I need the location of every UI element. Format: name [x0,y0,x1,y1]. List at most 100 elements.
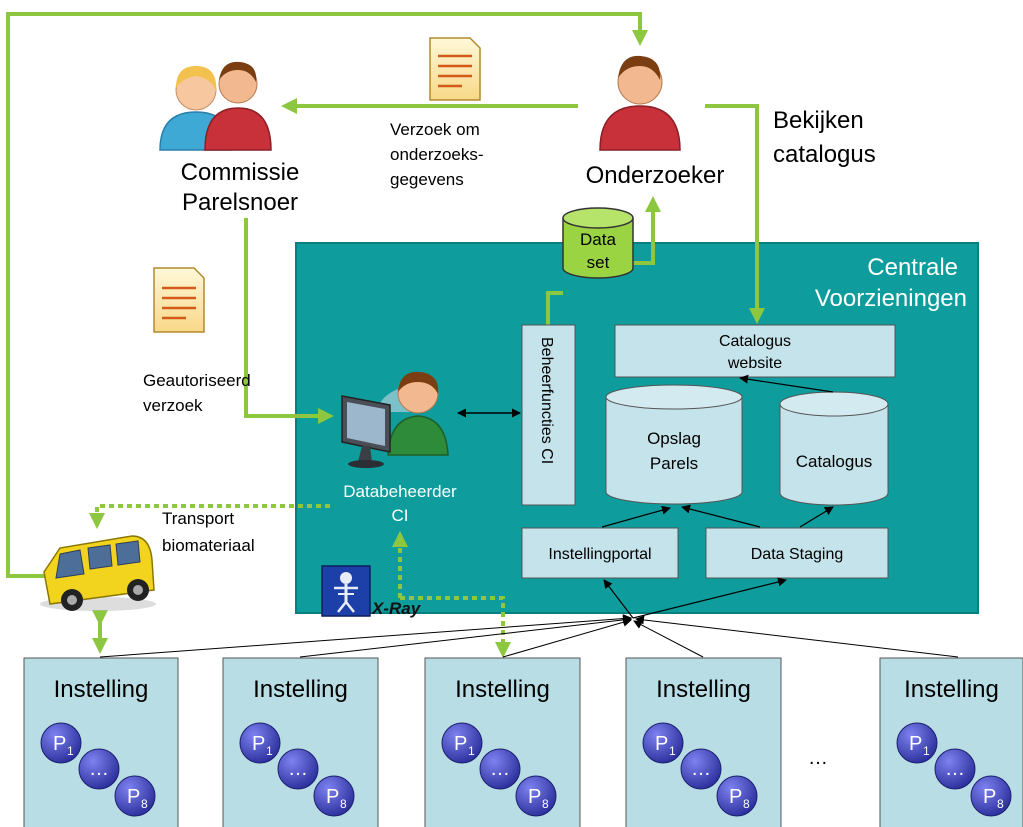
commissie-label-line2: Parelsnoer [182,189,298,216]
parel-circle [441,722,483,764]
xray-down-dotted-arrow [400,596,511,658]
verzoek-label-line2: onderzoeks- [390,145,484,164]
parel-circle [114,775,156,817]
instellingportal-label: Instellingportal [548,546,651,563]
parel-ellipsis: … [89,758,109,780]
parel-circle [40,722,82,764]
geautoriseerd-arrow [244,218,334,424]
transport-dotted-arrow [89,504,330,529]
geautoriseerd-label-line2: verzoek [143,396,203,415]
dataset-label-line1: Data [580,230,616,249]
inst2-hub-line [299,615,632,658]
parel-circle [239,722,281,764]
parel-subscript-last: 8 [542,797,549,811]
document-icon-geautoriseerd [153,267,205,333]
opslag-line1: Opslag [647,429,701,448]
commissie-label-line1: Commissie [181,159,300,186]
hub-to-staging-arrow [632,577,787,619]
dataset-flow-arrow [546,291,563,325]
van-icon [40,535,156,611]
parel-label-first: P [454,733,467,755]
inst5-hub-line [635,615,959,658]
parel-subscript-first: 1 [669,744,676,758]
parel-subscript-first: 1 [67,744,74,758]
opslag-parels-cylinder: Opslag Parels [605,384,743,505]
instellingen-ellipsis: … [808,747,828,769]
parel-subscript-first: 1 [468,744,475,758]
parel-label-first: P [252,733,265,755]
parel-ellipsis: … [945,758,965,780]
parel-subscript-last: 8 [997,797,1004,811]
parel-circle [313,775,355,817]
verzoek-label-line3: gegevens [390,170,464,189]
commissie-people-icon [159,61,272,151]
parel-circle [934,748,976,790]
staging-to-catalogus-arrow [799,506,834,528]
dataset-cylinder: Data set [562,207,634,279]
parel-label-last: P [127,786,140,808]
instelling-label: Instelling [455,676,550,703]
catalogus-website-line2: website [727,355,782,372]
parel-circle [970,775,1012,817]
parel-label-last: P [983,786,996,808]
parel-circle [78,748,120,790]
parel-label-last: P [729,786,742,808]
instelling-label: Instelling [656,676,751,703]
instelling-label: Instelling [54,676,149,703]
portal-to-opslag-arrow [601,505,671,528]
parel-circle [716,775,758,817]
instelling-label: Instelling [904,676,999,703]
bekijken-label-line2: catalogus [773,141,876,168]
parel-circle [896,722,938,764]
parel-circle [479,748,521,790]
instellingportal-box [521,527,679,579]
dataset-label-line2: set [587,253,610,272]
parel-subscript-first: 1 [923,744,930,758]
databeheerder-label-line1: Databeheerder [343,482,457,501]
parel-subscript-last: 8 [141,797,148,811]
parel-subscript-last: 8 [743,797,750,811]
parel-ellipsis: … [691,758,711,780]
parel-circle [642,722,684,764]
parel-subscript-first: 1 [266,744,273,758]
transport-label-line2: biomateriaal [162,536,255,555]
data-staging-box [705,527,889,579]
parel-ellipsis: … [490,758,510,780]
catalogus-website-box [614,324,896,378]
xray-icon [321,565,371,617]
parel-circle [680,748,722,790]
beheerfuncties-label: Beheerfuncties CI [538,337,555,464]
centrale-title-line1: Centrale [867,254,958,281]
hub-to-portal-arrow [603,579,634,619]
catalogus-to-website-arrow [739,374,834,393]
data-staging-label: Data Staging [751,546,844,563]
onderzoeker-person-icon [599,55,681,151]
staging-to-opslag-arrow [681,504,761,528]
bekijken-arrow [705,104,765,324]
instelling-label: Instelling [253,676,348,703]
inst3-hub-line [502,617,632,658]
catalogus-cylinder: Catalogus [779,391,889,506]
opslag-line2: Parels [650,454,698,473]
inst4-hub-line [633,620,704,658]
inst1-hub-line [99,614,632,658]
centrale-title-line2: Voorzieningen [815,285,967,312]
beheerfuncties-box [521,324,576,506]
onderzoeker-label: Onderzoeker [586,162,725,189]
geautoriseerd-label-line1: Geautoriseerd [143,371,251,390]
document-icon-verzoek [429,37,481,101]
parel-label-first: P [53,733,66,755]
parel-label-last: P [528,786,541,808]
databeheerder-computer-icon [341,371,449,468]
parel-circle [515,775,557,817]
bekijken-label-line1: Bekijken [773,107,864,134]
parel-circle [277,748,319,790]
parel-label-last: P [326,786,339,808]
catalogus-website-line1: Catalogus [719,333,791,350]
transport-loop-arrow [6,12,648,578]
